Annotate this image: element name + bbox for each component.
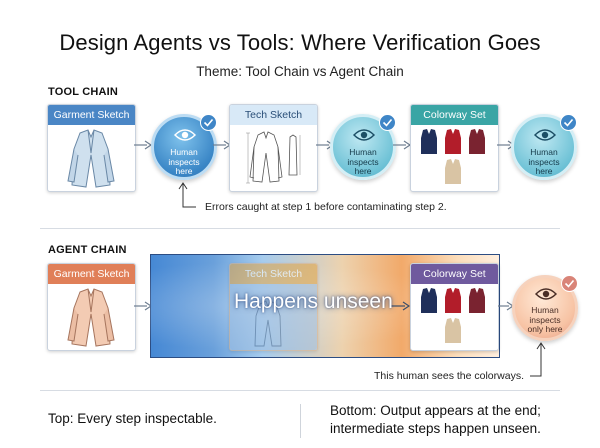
page-subtitle: Theme: Tool Chain vs Agent Chain	[196, 64, 404, 79]
human-checkpoint-1: Human inspects here	[151, 114, 217, 180]
agent-step-tech-sketch-label: Tech Sketch	[230, 264, 317, 284]
human-checkpoint-3: Human inspects here	[511, 114, 577, 180]
tech-sketch-icon	[230, 125, 317, 191]
agent-chain-note: This human sees the colorways.	[374, 370, 524, 382]
footer-right-caption: Bottom: Output appears at the end; inter…	[330, 402, 541, 438]
colorway-jackets-icon	[411, 125, 498, 191]
note-pointer-arrow-agent	[530, 342, 546, 377]
tool-step-tech-sketch-label: Tech Sketch	[230, 105, 317, 125]
blazer-sketch-icon	[48, 284, 135, 350]
footer-vertical-divider	[300, 404, 301, 438]
tool-chain-label: TOOL CHAIN	[48, 86, 119, 98]
agent-step-colorway-set: Colorway Set	[410, 263, 499, 351]
check-icon	[200, 114, 217, 131]
check-icon	[379, 114, 396, 131]
check-icon	[561, 275, 578, 292]
page-title: Design Agents vs Tools: Where Verificati…	[59, 30, 541, 55]
footer-right-line-1: Bottom: Output appears at the end;	[330, 403, 541, 418]
eye-icon	[174, 129, 196, 141]
agent-step-tech-sketch: Tech Sketch	[229, 263, 318, 351]
footer-left-caption: Top: Every step inspectable.	[48, 411, 217, 426]
tool-chain-note: Errors caught at step 1 before contamina…	[205, 201, 447, 213]
section-divider	[40, 228, 560, 229]
check-icon	[560, 114, 577, 131]
footer-divider	[40, 390, 560, 391]
human-checkpoint-final-text: Human inspects only here	[527, 305, 563, 334]
eye-icon	[353, 129, 375, 141]
human-checkpoint-final: Human inspects only here	[512, 275, 578, 341]
arrow-agent-2	[390, 301, 410, 311]
arrow-4	[393, 140, 411, 150]
human-checkpoint-2: Human inspects here	[330, 114, 396, 180]
eye-icon	[534, 129, 556, 141]
agent-step-garment-sketch: Garment Sketch	[47, 263, 136, 351]
note-pointer-arrow	[178, 182, 196, 208]
eye-icon	[535, 288, 557, 300]
tool-step-colorway-set-label: Colorway Set	[411, 105, 498, 125]
human-checkpoint-3-text: Human inspects here	[528, 147, 560, 176]
tool-step-tech-sketch: Tech Sketch	[229, 104, 318, 192]
tool-step-garment-sketch-label: Garment Sketch	[48, 105, 135, 125]
human-checkpoint-2-text: Human inspects here	[347, 147, 379, 176]
tech-sketch-faded-icon	[230, 284, 317, 350]
arrow-1	[134, 140, 152, 150]
agent-step-garment-sketch-label: Garment Sketch	[48, 264, 135, 284]
happens-unseen-label: Happens unseen	[234, 290, 393, 313]
tool-step-colorway-set: Colorway Set	[410, 104, 499, 192]
colorway-jackets-icon	[411, 284, 498, 350]
blazer-sketch-icon	[48, 125, 135, 191]
human-checkpoint-1-text: Human inspects here	[168, 147, 200, 176]
tool-step-garment-sketch: Garment Sketch	[47, 104, 136, 192]
footer-right-line-2: intermediate steps happen unseen.	[330, 421, 541, 436]
agent-chain-label: AGENT CHAIN	[48, 244, 127, 256]
agent-step-colorway-set-label: Colorway Set	[411, 264, 498, 284]
